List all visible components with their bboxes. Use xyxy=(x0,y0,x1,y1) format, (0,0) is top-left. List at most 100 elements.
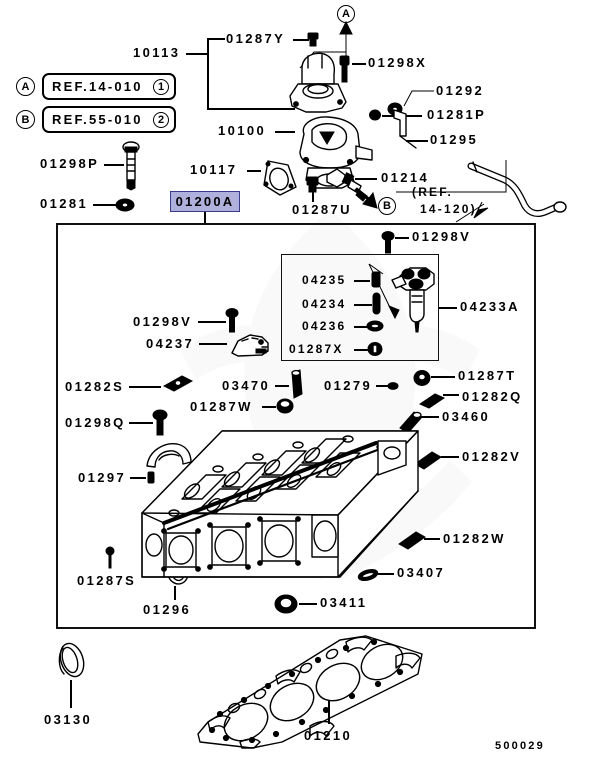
label-04234: 04234 xyxy=(302,297,347,311)
callout-a-label: A xyxy=(342,8,350,20)
leader-01298P xyxy=(104,164,124,166)
leader-01287T xyxy=(431,376,455,378)
label-01281P: 01281P xyxy=(427,107,487,122)
leader-01279 xyxy=(376,385,388,387)
part-01282W-dowel xyxy=(398,531,426,550)
label-01287X: 01287X xyxy=(289,342,344,356)
part-01287T-plug xyxy=(413,370,431,386)
label-01292: 01292 xyxy=(436,83,485,98)
label-03470: 03470 xyxy=(222,378,271,393)
label-01282W: 01282W xyxy=(443,531,506,546)
part-04233A-injector xyxy=(391,267,435,333)
leader-01200A xyxy=(204,212,206,224)
document-id-number: 500029 xyxy=(495,740,545,752)
ref-index-1: 1 xyxy=(153,79,169,95)
leader-01282W xyxy=(424,538,440,540)
label-01287Y: 01287Y xyxy=(226,31,286,46)
main-assembly-box xyxy=(56,223,536,629)
label-04233A: 04233A xyxy=(460,299,520,314)
ref-marker-b: B xyxy=(16,110,35,129)
part-01298Q-bolt xyxy=(152,409,168,436)
leader-10117 xyxy=(247,170,261,172)
label-04236: 04236 xyxy=(302,319,347,333)
part-01287X-plug xyxy=(367,342,383,356)
ref-index-1-label: 1 xyxy=(157,81,165,93)
label-01287S: 01287S xyxy=(77,573,137,588)
leader-03407 xyxy=(378,573,394,575)
leader-01287W xyxy=(262,406,276,408)
part-01297-bearing-cap xyxy=(146,443,192,468)
label-03130: 03130 xyxy=(44,712,93,727)
leader-01287U xyxy=(312,192,314,202)
leader-01287Y xyxy=(293,39,309,41)
label-10100: 10100 xyxy=(218,123,267,138)
leader-01282Q xyxy=(443,394,459,396)
part-01298V-left-bolt xyxy=(225,308,239,333)
part-04234-oring xyxy=(372,292,381,315)
ref-box-55-010-text: REF.55-010 xyxy=(52,112,143,127)
leader-10113-bracket-v xyxy=(207,38,209,110)
label-01298V-top: 01298V xyxy=(412,229,472,244)
label-01298Q: 01298Q xyxy=(65,415,126,430)
leader-01296 xyxy=(174,586,176,600)
part-01282S-dowel xyxy=(162,375,194,392)
part-03407-seal xyxy=(357,568,379,582)
leader-10100 xyxy=(275,131,295,133)
part-01295-bracket xyxy=(393,109,417,149)
leader-04233A xyxy=(439,307,457,309)
label-01281: 01281 xyxy=(40,196,89,211)
injector-inset-box xyxy=(281,254,439,361)
leader-01292 xyxy=(403,90,434,107)
ref-marker-a-label: A xyxy=(21,80,30,93)
leader-03411 xyxy=(299,603,317,605)
label-01295: 01295 xyxy=(430,132,479,147)
leader-04235 xyxy=(354,280,370,282)
label-01282S: 01282S xyxy=(65,379,125,394)
label-01282Q: 01282Q xyxy=(462,389,523,404)
part-01287W-plug xyxy=(276,398,294,414)
callout-marker-a-top: A xyxy=(337,5,355,23)
part-01279-pin xyxy=(387,382,399,390)
part-04236-oring xyxy=(366,320,384,332)
label-01210: 01210 xyxy=(304,728,353,743)
part-hose-ref-14-120 xyxy=(467,161,567,218)
part-03470-guide xyxy=(291,369,303,399)
label-10113: 10113 xyxy=(133,45,181,60)
ref-note-14-120-line2: 14-120) xyxy=(420,202,477,216)
part-01287S-pin xyxy=(105,546,115,569)
highlighted-part-label: 01200A xyxy=(175,194,235,209)
part-01298V-top-bolt xyxy=(381,231,395,254)
label-01279: 01279 xyxy=(324,378,373,393)
callout-b-label: B xyxy=(383,200,391,212)
leader-03470 xyxy=(275,385,289,387)
leader-01295 xyxy=(406,140,428,142)
leader-01298X xyxy=(352,63,366,65)
part-01298X-bolt xyxy=(339,55,350,83)
leader-10113-bracket-top xyxy=(207,38,225,40)
leader-10113-bracket-bot xyxy=(207,108,295,110)
leader-04234 xyxy=(354,304,372,306)
part-01200A-cylinder-head xyxy=(141,430,419,578)
label-01282V: 01282V xyxy=(462,449,522,464)
leader-01214 xyxy=(355,178,377,180)
part-01298P-bolt xyxy=(122,141,140,191)
part-03130-oil-seal xyxy=(58,642,85,678)
part-03460-guide xyxy=(399,411,423,434)
label-01298X: 01298X xyxy=(368,55,428,70)
part-01281P-washer xyxy=(369,109,381,121)
part-01210-head-gasket xyxy=(197,635,423,749)
label-01298P: 01298P xyxy=(40,156,100,171)
arrow-to-a xyxy=(339,20,353,56)
part-01297-pin xyxy=(147,471,155,484)
part-03411-seal xyxy=(274,594,298,614)
leader-01297 xyxy=(130,477,146,479)
leader-10113-h xyxy=(186,53,208,55)
label-03407: 03407 xyxy=(397,565,446,580)
arrow-to-b xyxy=(354,187,378,209)
label-01296: 01296 xyxy=(143,602,192,617)
leader-03130 xyxy=(70,680,72,708)
label-03460: 03460 xyxy=(442,409,491,424)
leader-01282S xyxy=(129,386,161,388)
highlighted-part-01200A[interactable]: 01200A xyxy=(170,191,240,212)
leader-03460 xyxy=(421,416,439,418)
